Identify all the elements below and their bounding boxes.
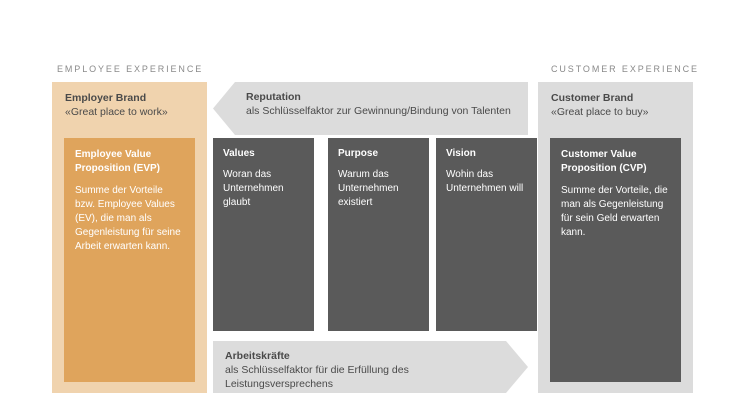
pillar-values-body: Woran das Unternehmen glaubt bbox=[223, 169, 284, 208]
customer-brand-title: Customer Brand bbox=[551, 92, 634, 104]
workforce-banner: Arbeitskräfte als Schlüsselfaktor für di… bbox=[213, 341, 528, 393]
customer-experience-caption: CUSTOMER EXPERIENCE bbox=[551, 64, 699, 74]
pillar-purpose-body: Warum das Unternehmen existiert bbox=[338, 169, 399, 208]
evp-body: Summe der Vorteile bzw. Employee Values … bbox=[75, 185, 181, 252]
pillar-vision-title: Vision bbox=[446, 148, 476, 159]
cvp-body: Summe der Vorteile, die man als Gegenlei… bbox=[561, 185, 668, 238]
employee-value-proposition-card: Employee Value Proposition (EVP) Summe d… bbox=[64, 138, 195, 382]
pillar-vision: Vision Wohin das Unternehmen will bbox=[436, 138, 537, 331]
evp-title: Employee Value Proposition (EVP) bbox=[75, 149, 160, 174]
customer-brand-subtitle: «Great place to buy» bbox=[551, 106, 649, 118]
pillar-purpose: Purpose Warum das Unternehmen existiert bbox=[328, 138, 429, 331]
reputation-banner-body: als Schlüsselfaktor zur Gewinnung/Bindun… bbox=[246, 105, 511, 117]
customer-value-proposition-card: Customer Value Proposition (CVP) Summe d… bbox=[550, 138, 681, 382]
employer-brand-subtitle: «Great place to work» bbox=[65, 106, 168, 118]
cvp-title: Customer Value Proposition (CVP) bbox=[561, 149, 647, 174]
employer-brand-title: Employer Brand bbox=[65, 92, 147, 104]
customer-brand-panel: Customer Brand «Great place to buy» Cust… bbox=[538, 82, 693, 393]
pillar-vision-body: Wohin das Unternehmen will bbox=[446, 169, 524, 194]
employer-brand-heading: Employer Brand «Great place to work» bbox=[65, 91, 197, 119]
reputation-banner-title: Reputation bbox=[246, 91, 301, 103]
workforce-banner-title: Arbeitskräfte bbox=[225, 350, 290, 362]
customer-brand-heading: Customer Brand «Great place to buy» bbox=[551, 91, 683, 119]
workforce-banner-body: als Schlüsselfaktor für die Erfüllung de… bbox=[225, 364, 409, 390]
reputation-banner: Reputation als Schlüsselfaktor zur Gewin… bbox=[213, 82, 528, 135]
employee-experience-caption: EMPLOYEE EXPERIENCE bbox=[57, 64, 204, 74]
pillar-purpose-title: Purpose bbox=[338, 148, 379, 159]
pillar-values-title: Values bbox=[223, 148, 255, 159]
pillar-values: Values Woran das Unternehmen glaubt bbox=[213, 138, 314, 331]
employer-brand-panel: Employer Brand «Great place to work» Emp… bbox=[52, 82, 207, 393]
